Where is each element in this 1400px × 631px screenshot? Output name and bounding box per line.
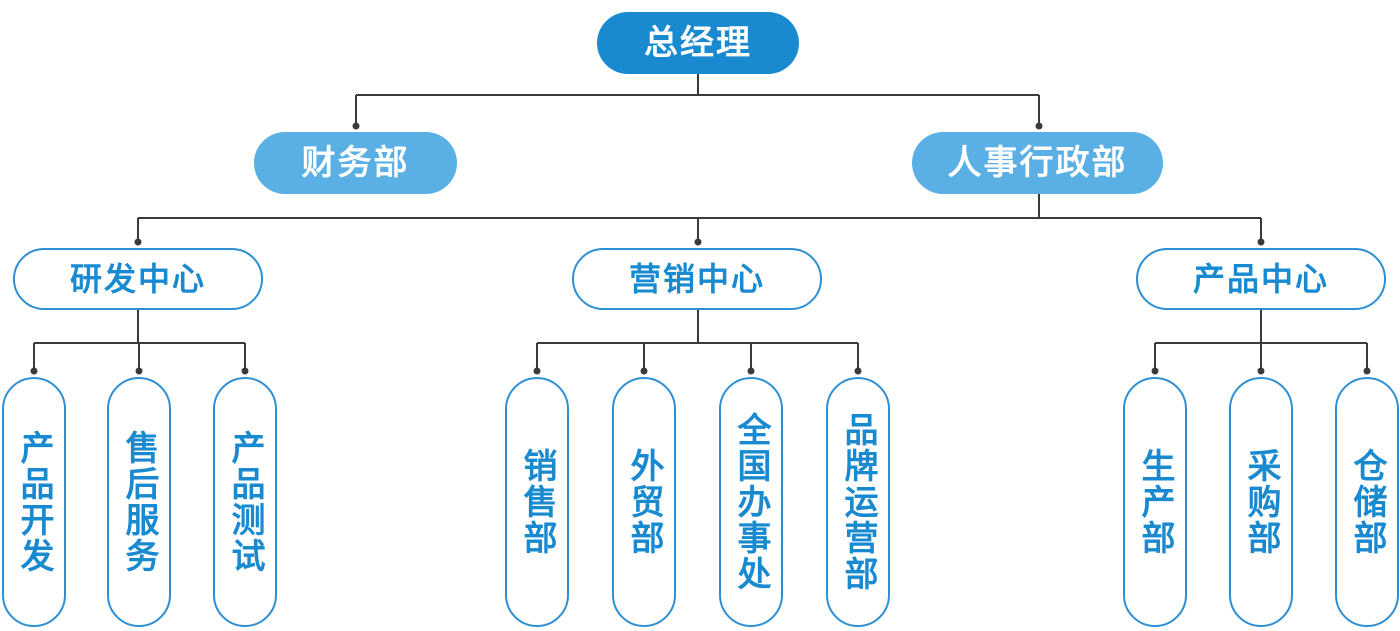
node-production-dept: 生产部: [1123, 377, 1187, 627]
node-label: 仓储部: [1347, 448, 1387, 556]
node-label: 人事行政部: [947, 143, 1128, 183]
node-warehouse-dept: 仓储部: [1335, 377, 1399, 627]
node-label: 财务部: [301, 143, 410, 183]
node-rd-center: 研发中心: [13, 248, 263, 310]
node-hr-admin-dept: 人事行政部: [912, 132, 1163, 194]
node-label: 产品中心: [1192, 260, 1329, 298]
node-label: 外贸部: [624, 448, 664, 556]
node-brand-operations-dept: 品牌运营部: [826, 377, 890, 627]
node-label: 生产部: [1135, 448, 1175, 556]
node-national-offices: 全国办事处: [719, 377, 783, 627]
node-label: 产品测试: [225, 430, 265, 574]
node-label: 品牌运营部: [838, 412, 878, 592]
node-label: 售后服务: [119, 430, 159, 574]
node-general-manager: 总经理: [597, 12, 799, 74]
node-label: 产品开发: [14, 430, 54, 574]
node-label: 总经理: [644, 23, 752, 63]
node-sales-center: 营销中心: [572, 248, 822, 310]
node-label: 销售部: [517, 448, 557, 556]
connector-lines: [33, 74, 1368, 371]
node-after-sales-service: 售后服务: [107, 377, 171, 627]
node-foreign-trade-dept: 外贸部: [612, 377, 676, 627]
node-label: 营销中心: [628, 260, 765, 298]
node-product-development: 产品开发: [2, 377, 66, 627]
node-finance-dept: 财务部: [254, 132, 457, 194]
node-product-center: 产品中心: [1136, 248, 1386, 310]
node-label: 全国办事处: [731, 412, 771, 592]
node-label: 研发中心: [69, 260, 206, 298]
node-sales-dept: 销售部: [505, 377, 569, 627]
node-label: 采购部: [1241, 448, 1281, 556]
connector-dots: [30, 122, 1371, 375]
node-purchasing-dept: 采购部: [1229, 377, 1293, 627]
node-product-testing: 产品测试: [213, 377, 277, 627]
